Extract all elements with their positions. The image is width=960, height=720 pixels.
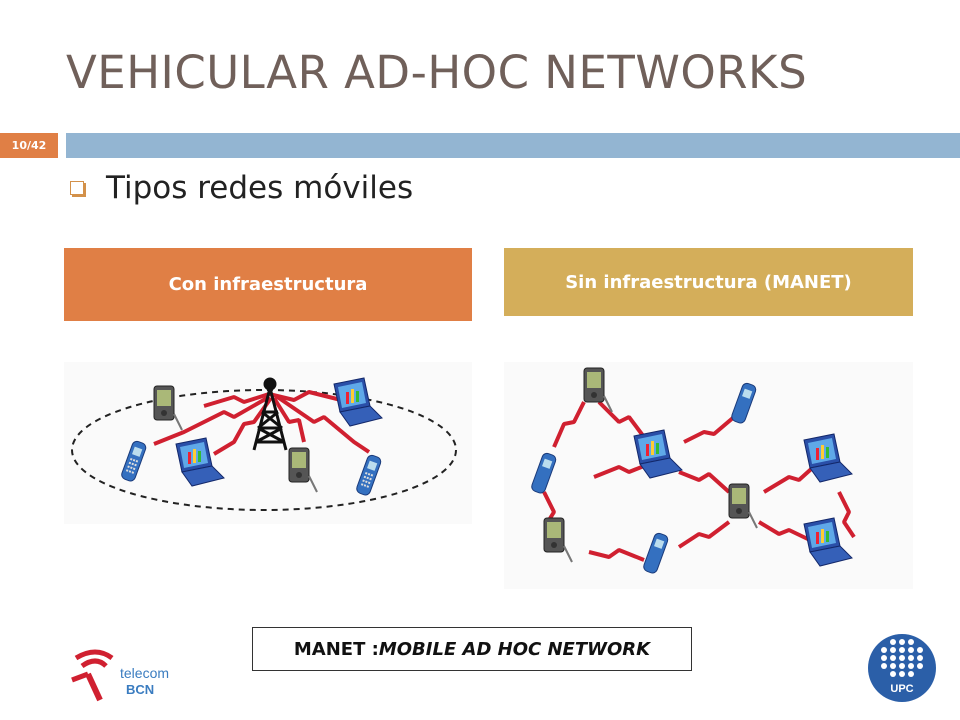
bullet-item: Tipos redes móviles (70, 170, 413, 206)
telecom-logo-text: telecom (120, 665, 169, 681)
manet-definition-box: MANET : MOBILE AD HOC NETWORK (252, 627, 692, 671)
antenna-tower (252, 377, 288, 451)
infrastructure-label: Con infraestructura (64, 248, 472, 321)
infrastructure-network-illustration (64, 362, 472, 524)
telecom-bcn-logo: telecom BCN (71, 649, 169, 702)
manet-network-illustration (504, 362, 913, 589)
slide-title: VEHICULAR AD-HOC NETWORKS (66, 46, 808, 99)
checkbox-bullet-icon (70, 181, 84, 195)
bcn-logo-text: BCN (126, 682, 154, 697)
manet-label: Sin infraestructura (MANET) (504, 248, 913, 316)
header-bar (66, 133, 960, 158)
manet-expansion: MOBILE AD HOC NETWORK (378, 638, 651, 660)
page-number: 10/42 (0, 133, 58, 158)
manet-acronym: MANET : (293, 638, 379, 660)
upc-logo: UPC (868, 634, 936, 702)
upc-logo-text: UPC (890, 683, 913, 695)
bullet-text: Tipos redes móviles (106, 170, 414, 206)
